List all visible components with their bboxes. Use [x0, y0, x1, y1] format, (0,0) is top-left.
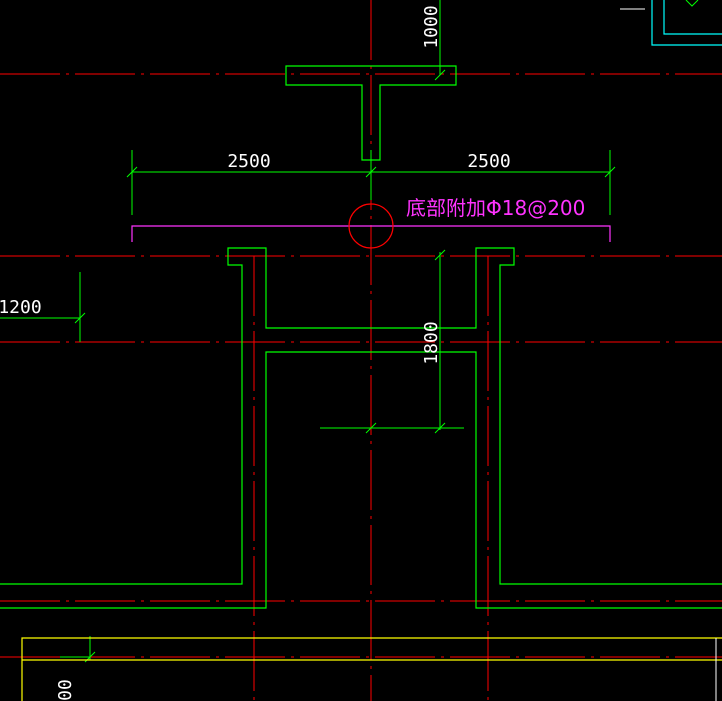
top-t-beam	[285, 65, 457, 161]
top-right-frame	[651, 0, 722, 46]
lower-wall-outline	[0, 351, 722, 609]
frame-outer	[651, 0, 722, 46]
dim-tick-right	[604, 166, 616, 178]
dim-tick-1800-center	[365, 422, 377, 434]
dim-tick-1800-bottom	[434, 422, 446, 434]
structure-outlines	[0, 65, 722, 609]
footing-top-line	[21, 637, 722, 701]
frame-marker-icon	[685, 0, 699, 7]
dim-label-1000: 1000	[421, 5, 442, 48]
dim-tick-left	[126, 166, 138, 178]
dimension-lines	[0, 0, 616, 663]
rebar-note: 底部附加Φ18@200	[406, 196, 585, 220]
dim-tick-center	[365, 166, 377, 178]
dim-label-bottom-partial: 00	[55, 679, 76, 701]
dim-label-2500-right: 2500	[467, 151, 510, 172]
section-circle	[348, 203, 394, 249]
dim-label-1800: 1800	[421, 321, 442, 364]
upper-wall-outline	[0, 247, 722, 585]
dim-tick-1200	[74, 312, 86, 324]
dim-tick-1000	[434, 69, 446, 81]
dim-label-1200: 1200	[0, 297, 42, 318]
dim-label-2500-left: 2500	[227, 151, 270, 172]
rebar-bracket	[131, 225, 611, 242]
rebar-annotation	[131, 225, 611, 242]
footing-outline	[21, 637, 722, 701]
dim-tick-1800-top	[434, 249, 446, 261]
frame-inner	[663, 0, 722, 35]
